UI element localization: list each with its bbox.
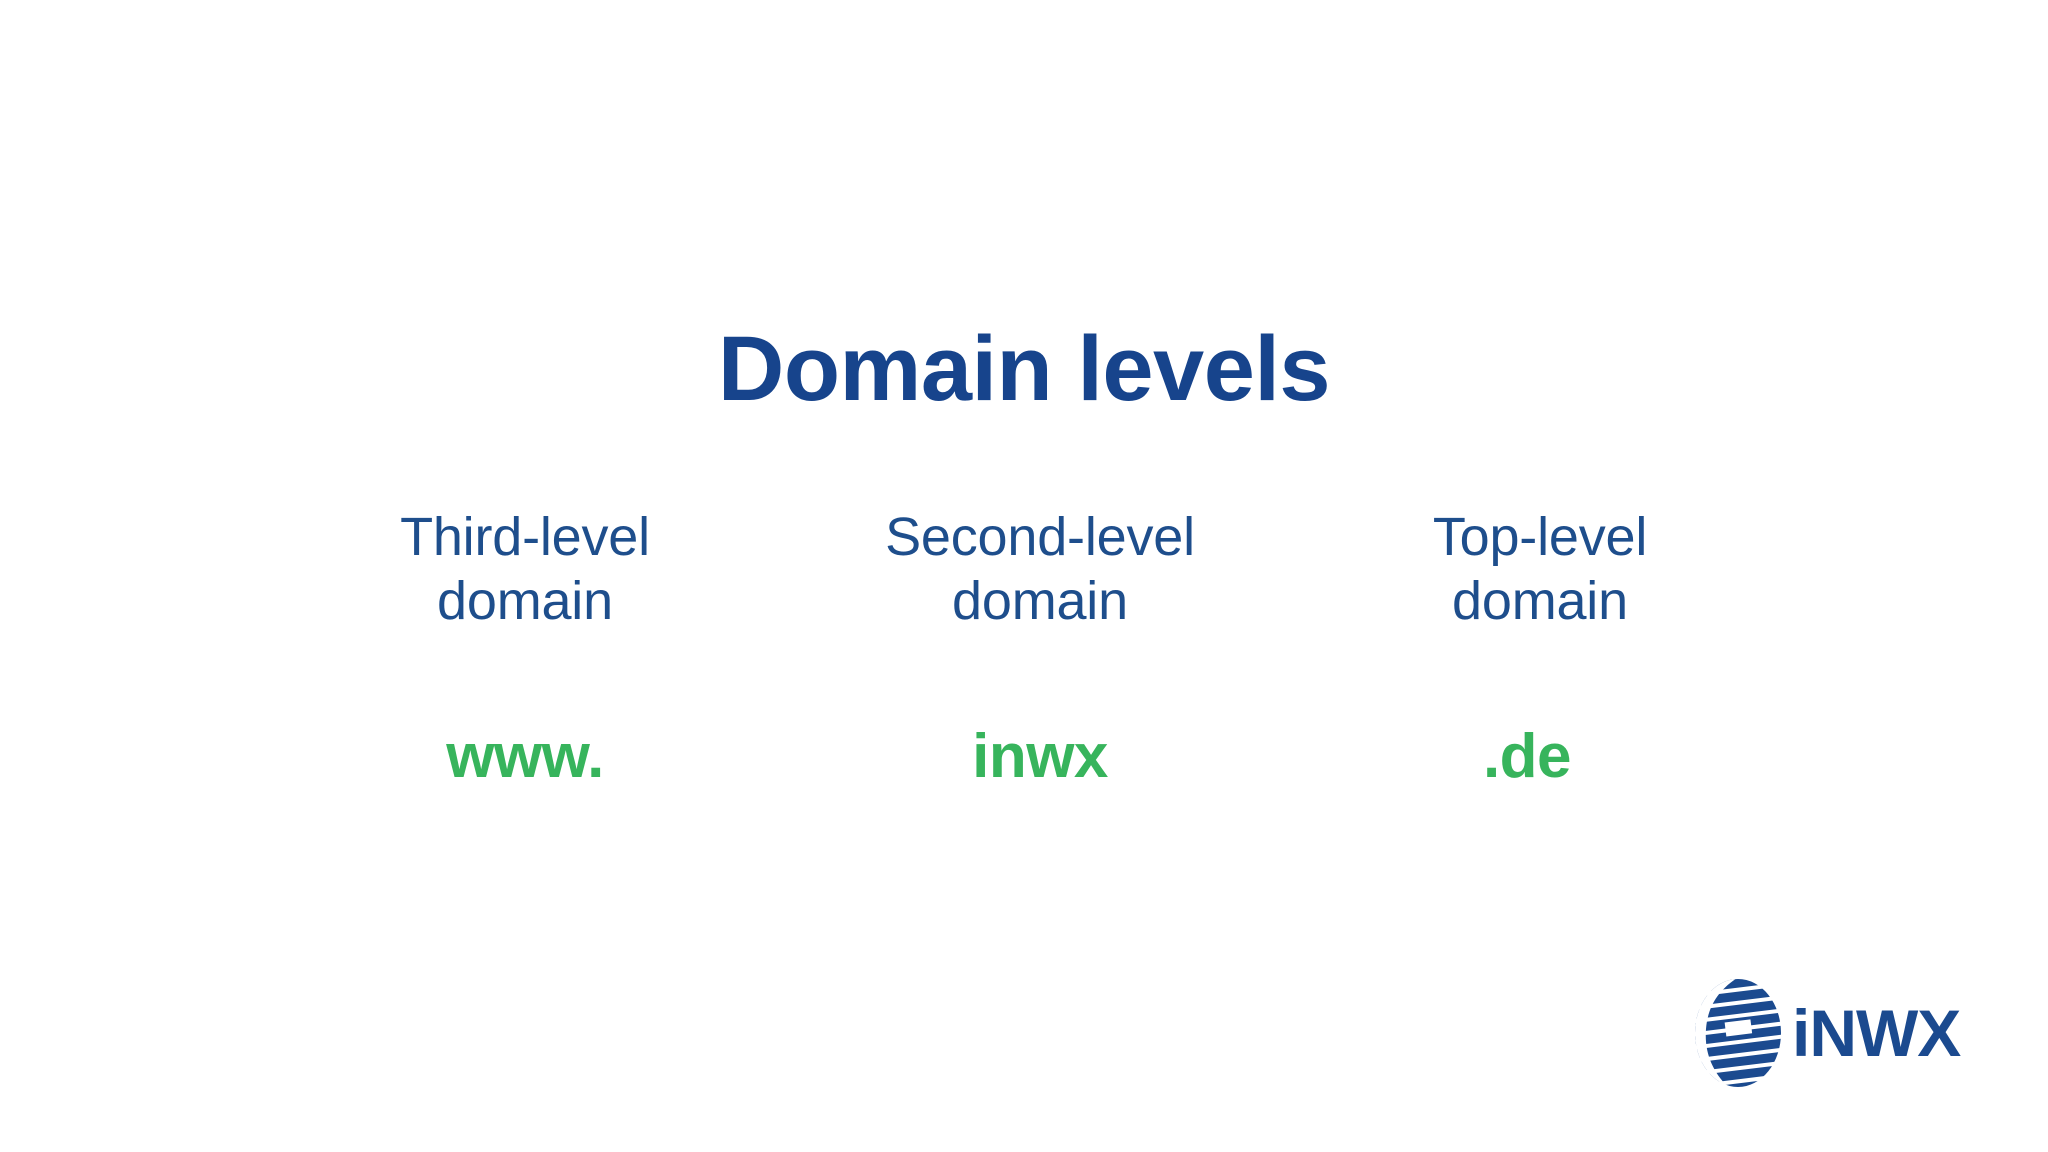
logo-wordmark: iNWX <box>1792 995 1961 1070</box>
column-value-top-level: .de <box>1482 721 1572 791</box>
globe-icon <box>1695 978 1781 1087</box>
inwx-logo: iNWX <box>1692 975 2002 1090</box>
domain-level-column-top: Top-level domain .de <box>1320 505 1760 789</box>
column-value-third-level: www. <box>446 721 604 791</box>
domain-level-column-third: Third-level domain www. <box>290 505 760 789</box>
column-label-second-level: Second-level domain <box>885 507 1195 632</box>
domain-level-column-second: Second-level domain inwx <box>805 505 1275 789</box>
column-value-second-level: inwx <box>972 721 1108 791</box>
column-label-third-level: Third-level domain <box>400 507 650 632</box>
page-title: Domain levels <box>717 317 1331 420</box>
column-label-top-level: Top-level domain <box>1432 507 1648 632</box>
domain-levels-columns: Third-level domain www. Second-level dom… <box>290 505 1760 789</box>
